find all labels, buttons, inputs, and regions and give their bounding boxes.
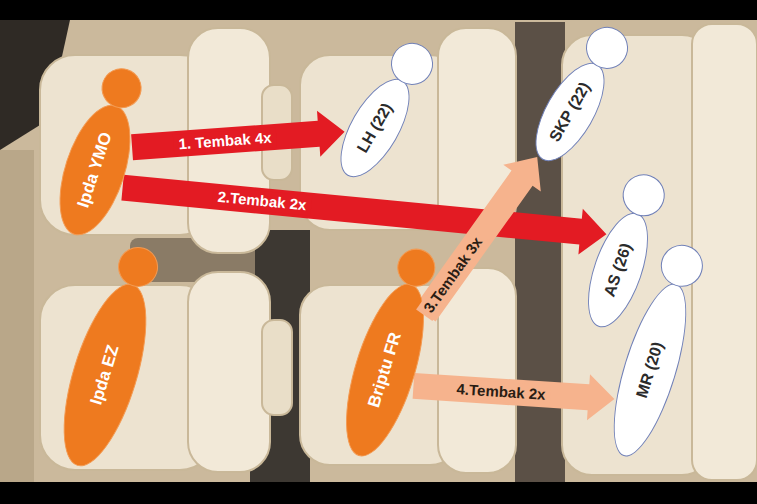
shot-arrow [413,373,615,420]
victim-figure: LH (22) [327,68,424,187]
shot-arrow [121,175,606,255]
person-name: SKP (22) [545,79,595,146]
person-name: Ipda EZ [86,343,123,408]
person-name: AS (26) [600,241,637,300]
person-name: Briptu FR [364,330,406,410]
door-panel [0,150,34,482]
head-circle [578,19,635,76]
head-circle [113,242,163,292]
head-circle [96,63,146,113]
top-bar [0,0,757,20]
seat-back [188,272,270,472]
person-name: LH (22) [353,100,397,157]
victim-figure: SKP (22) [522,52,619,171]
officer-figure: Ipda EZ [47,275,164,475]
head-circle [383,35,440,92]
shot-arrow [415,157,541,322]
head-circle [656,240,708,292]
person-name: MR (20) [632,339,668,400]
head-circle [617,169,670,222]
shot-label: 4.Tembak 2x [451,378,551,404]
shot-label: 1. Tembak 4x [173,127,277,154]
officer-figure: Ipda YMO [45,96,144,244]
headrest [262,320,292,415]
person-name: Ipda YMO [73,130,116,210]
rear-bench-back [692,24,757,480]
shot-arrow [131,111,345,161]
shot-label: 2.Tembak 2x [212,186,312,215]
bottom-bar [0,482,757,504]
